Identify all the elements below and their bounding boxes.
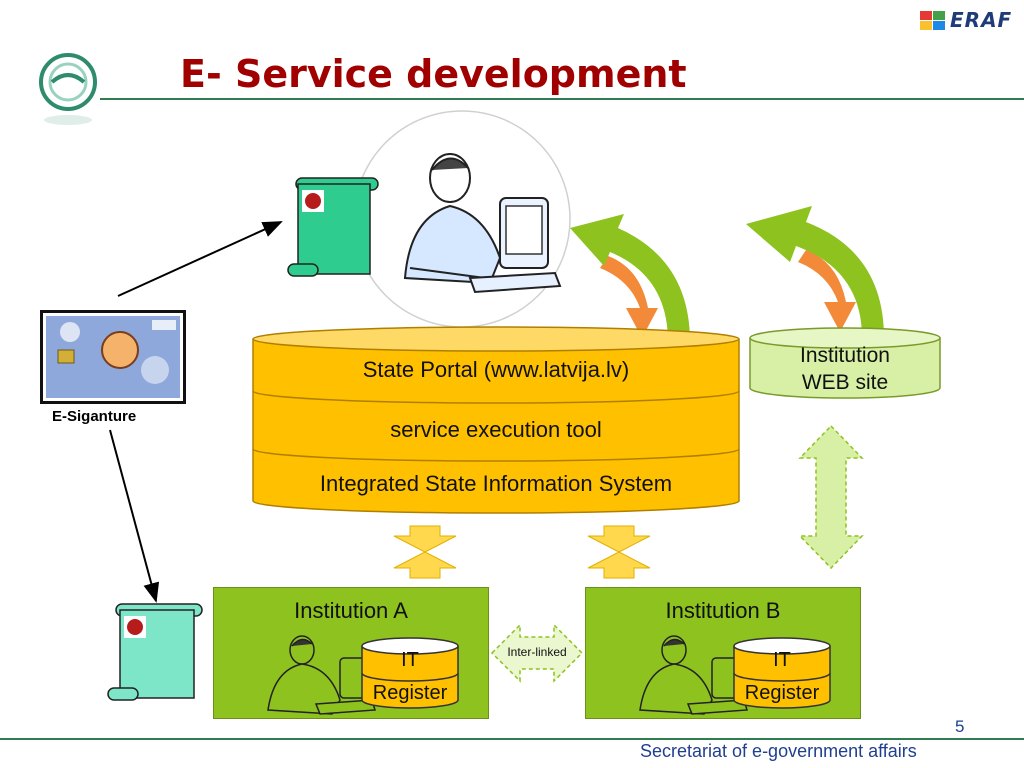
it-register-a-line1: IT: [401, 649, 419, 671]
signed-document-scroll-icon-lower: [107, 603, 203, 701]
id-card-icon: [40, 310, 186, 404]
double-arrow-right: [587, 525, 651, 579]
page-number: 5: [955, 717, 965, 736]
integrated-system-layer[interactable]: Integrated State Information System: [319, 471, 673, 496]
web-link-double-arrow: [798, 424, 864, 570]
eraf-logo-icon: [920, 11, 945, 30]
institution-a-title: Institution A: [294, 598, 408, 623]
it-register-b-line1: IT: [773, 649, 791, 671]
double-arrow-left: [393, 525, 457, 579]
orange-arrow-right: [798, 250, 856, 332]
institution-web-label[interactable]: Institution WEB site: [748, 342, 942, 396]
institution-web-line1: Institution: [800, 344, 890, 367]
green-arrow-left: [570, 214, 690, 342]
e-signature-label: E-Siganture: [52, 408, 137, 425]
institution-b-title: Institution B: [665, 598, 781, 623]
institution-web-line2: WEB site: [801, 371, 889, 394]
institution-web-cylinder: [749, 327, 941, 399]
state-portal-layer[interactable]: State Portal (www.latvija.lv): [362, 357, 630, 382]
title-underline: [100, 98, 1024, 100]
it-register-b-line2: Register: [744, 682, 820, 704]
interlink-double-arrow: [490, 623, 584, 683]
institution-a-box[interactable]: Institution A IT Register: [213, 587, 489, 719]
footer-rule: [0, 738, 1024, 740]
footer-text: Secretariat of e-government affairs: [640, 741, 917, 761]
it-register-cylinder-b: [733, 637, 831, 709]
it-register-cylinder-a: [361, 637, 459, 709]
state-portal-stack: [252, 326, 740, 514]
user-at-computer-icon: [353, 110, 571, 328]
orange-arrow-left: [600, 256, 658, 338]
government-logo-icon: [39, 53, 97, 125]
state-portal-labels: State Portal (www.latvija.lv) service ex…: [250, 325, 742, 515]
service-execution-layer[interactable]: service execution tool: [390, 417, 602, 442]
eraf-brand: ERAF: [950, 8, 1013, 32]
signed-document-scroll-icon: [287, 177, 379, 277]
it-register-a-line2: Register: [372, 682, 448, 704]
interlink-label: Inter-linked: [507, 645, 567, 659]
institution-b-box[interactable]: Institution B IT Register: [585, 587, 861, 719]
green-arrow-right: [746, 206, 884, 338]
page-title: E- Service development: [180, 52, 687, 96]
